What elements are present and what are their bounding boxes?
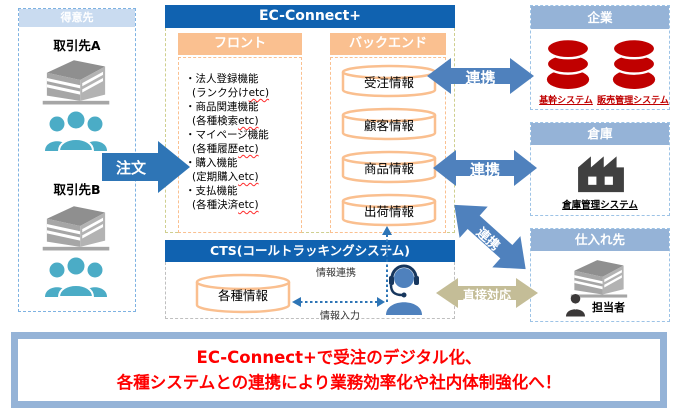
backend-panel: 受注情報 顧客情報 商品情報 — [330, 57, 446, 233]
core-system-label: 基幹システム — [539, 96, 593, 106]
feature-item: ・支払機能 (各種決済etc) — [185, 184, 299, 212]
feature-sub: (各種履歴etc) — [192, 143, 259, 155]
db-customer-info: 顧客情報 — [339, 106, 439, 142]
database-icon — [611, 37, 657, 89]
feature-sub: (定期購入etc) — [192, 171, 259, 183]
link-arrow-label: 連携 — [465, 69, 496, 87]
client-b-label: 取引先B — [53, 182, 101, 197]
db-label: 出荷情報 — [363, 204, 414, 219]
ec-connect-box: EC-Connect+ フロント ・法人登録機能 (ランク分けetc) ・商品関… — [165, 5, 455, 233]
db-product-info: 商品情報 — [339, 149, 439, 185]
building-icon — [42, 60, 110, 105]
order-arrow-label: 注文 — [115, 159, 146, 177]
info-link-label: 情報連携 — [316, 268, 356, 279]
feature-title: ・マイページ機能 — [185, 129, 269, 141]
order-arrow-shape — [102, 141, 190, 193]
banner-line-1: EC-Connect+で受注のデジタル化、 — [196, 348, 482, 367]
feature-title: ・法人登録機能 — [185, 73, 259, 85]
feature-item: ・法人登録機能 (ランク分けetc) — [185, 72, 299, 100]
cylinder-icon — [195, 273, 291, 314]
cts-db-label: 各種情報 — [217, 288, 268, 303]
building-icon — [42, 206, 110, 251]
operator-icon — [386, 264, 422, 315]
feature-title: ・支払機能 — [185, 185, 238, 197]
info-input-label: 情報入力 — [320, 311, 360, 322]
company-box: 企業 基幹システム 販売管理システム — [530, 5, 670, 110]
cts-db: 各種情報 — [193, 272, 293, 316]
db-shipping-info: 出荷情報 — [339, 192, 439, 228]
backend-panel-header: バックエンド — [330, 33, 446, 55]
factory-icon — [578, 156, 624, 193]
direct-contact-arrow: 直接対応 — [436, 276, 538, 310]
feature-title: ・商品関連機能 — [185, 101, 259, 113]
feature-sub: (各種検索etc) — [192, 115, 259, 127]
supplier-header: 仕入れ先 — [531, 229, 669, 251]
cts-title: CTS(コールトラッキングシステム) — [165, 240, 455, 262]
front-panel-header: フロント — [178, 33, 302, 55]
warehouse-header: 倉庫 — [531, 123, 669, 145]
people-icon — [45, 255, 107, 297]
feature-item: ・購入機能 (定期購入etc) — [185, 156, 299, 184]
cylinder-icon — [341, 193, 437, 227]
warehouse-box: 倉庫 倉庫管理システム — [530, 122, 670, 216]
company-header: 企業 — [531, 6, 669, 29]
link-arrow-supplier: 連携 — [439, 188, 541, 286]
banner-line-2: 各種システムとの連携により業務効率化や社内体制強化へ！ — [116, 373, 562, 392]
feature-item: ・マイページ機能 (各種履歴etc) — [185, 128, 299, 156]
ec-body-border — [165, 28, 455, 233]
cts-box: CTS(コールトラッキングシステム) 各種情報 情報連携 情報入力 — [165, 240, 455, 322]
summary-banner-inner: EC-Connect+で受注のデジタル化、 各種システムとの連携により業務効率化… — [18, 339, 660, 401]
feature-item: ・商品関連機能 (各種検索etc) — [185, 100, 299, 128]
database-icon — [545, 37, 591, 89]
staff-icon — [565, 294, 586, 317]
direct-contact-label: 直接対応 — [462, 288, 511, 302]
staff-label: 担当者 — [592, 301, 625, 314]
customer-box-header: 得意先 — [19, 9, 135, 27]
front-panel: ・法人登録機能 (ランク分けetc) ・商品関連機能 (各種検索etc) ・マイ… — [178, 57, 302, 233]
people-icon — [45, 109, 107, 151]
cylinder-icon — [341, 107, 437, 141]
link-arrow-label: 連携 — [469, 161, 500, 179]
feature-sub: (各種決済etc) — [192, 199, 259, 211]
warehouse-system-label: 倉庫管理システム — [562, 200, 638, 211]
front-feature-list: ・法人登録機能 (ランク分けetc) ・商品関連機能 (各種検索etc) ・マイ… — [185, 72, 299, 212]
sales-system-label: 販売管理システム — [597, 96, 669, 106]
client-a-label: 取引先A — [53, 38, 101, 53]
db-label: 商品情報 — [363, 161, 414, 176]
db-label: 顧客情報 — [363, 118, 414, 133]
db-label: 受注情報 — [363, 75, 414, 90]
feature-sub: (ランク分けetc) — [192, 87, 270, 99]
link-arrow-company: 連携 — [427, 56, 534, 96]
cylinder-icon — [341, 150, 437, 184]
building-icon — [570, 260, 628, 298]
summary-banner: EC-Connect+で受注のデジタル化、 各種システムとの連携により業務効率化… — [11, 332, 667, 408]
link-arrow-warehouse: 連携 — [433, 148, 537, 188]
db-order-info: 受注情報 — [339, 63, 439, 99]
order-arrow: 注文 — [102, 139, 190, 195]
ec-title: EC-Connect+ — [165, 5, 455, 28]
feature-title: ・購入機能 — [185, 157, 238, 169]
dotted-info-arrows — [292, 226, 392, 307]
supplier-box: 仕入れ先 担当者 — [530, 228, 670, 322]
